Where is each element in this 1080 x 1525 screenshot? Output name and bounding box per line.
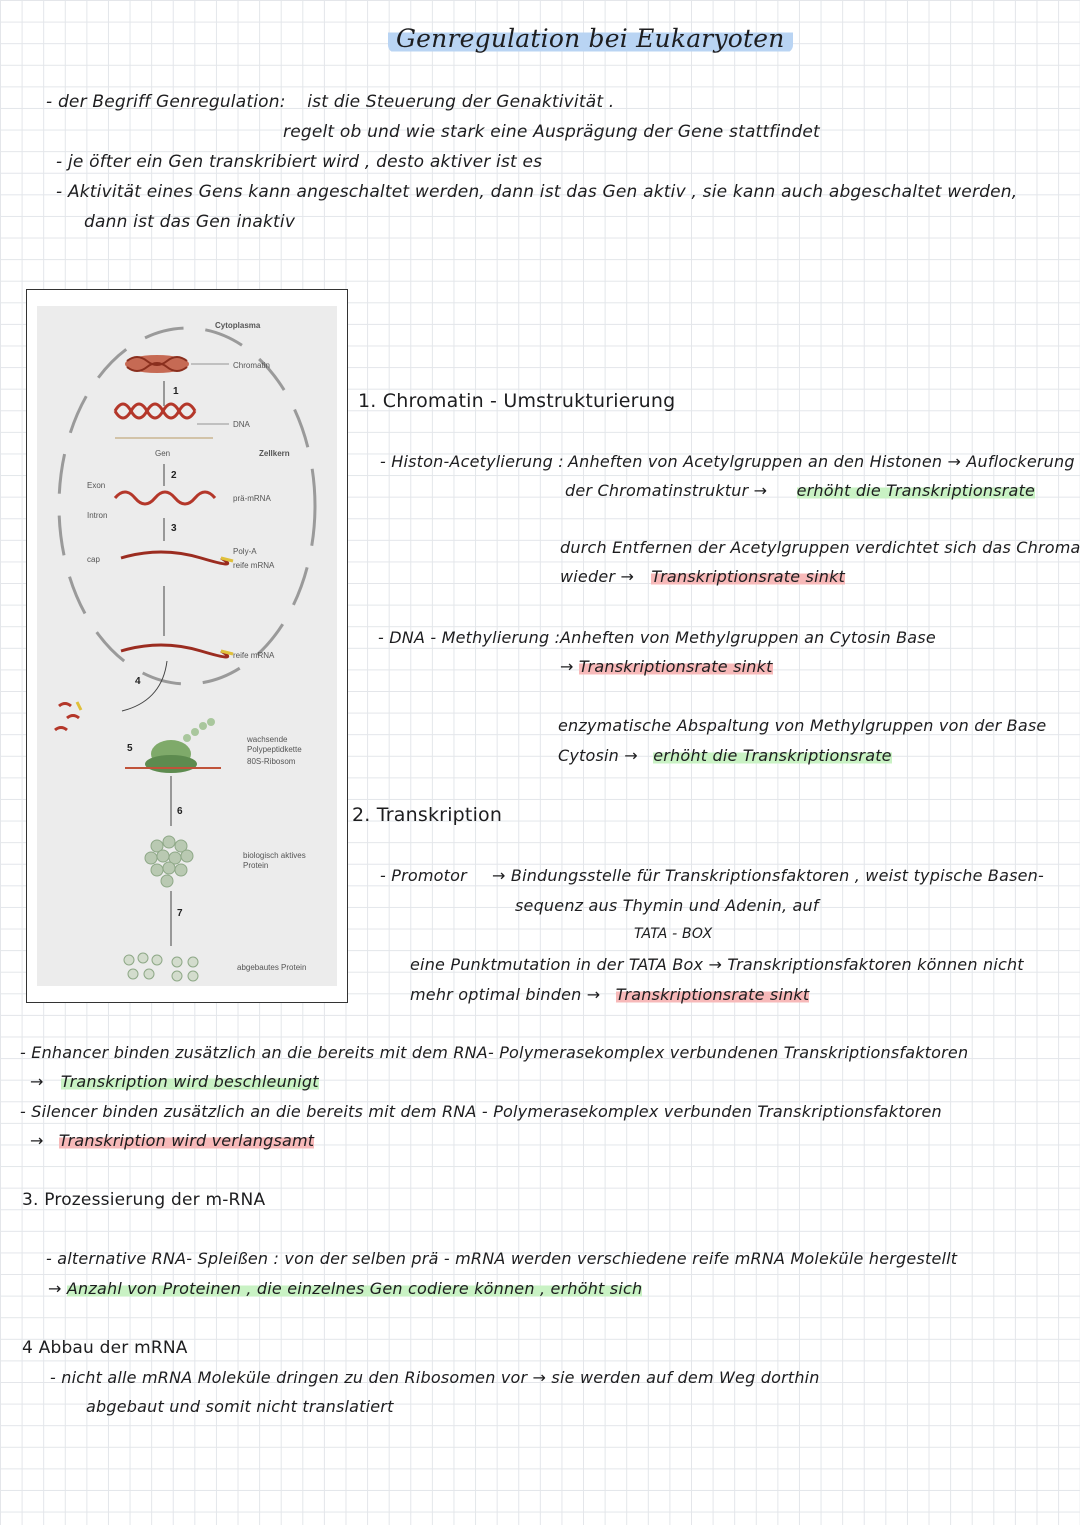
dna-highlight-2: erhöht die Transkriptionsrate [653, 746, 892, 765]
section-3-highlight: Anzahl von Proteinen , die einzelnes Gen… [66, 1279, 643, 1298]
section-3-heading: 3. Prozessierung der m-RNA [22, 1190, 266, 1210]
label-cytoplasma: Cytoplasma [215, 321, 261, 330]
dna-methylierung-label: - DNA - Methylierung : [378, 628, 561, 647]
section-3-arrow: → [48, 1279, 62, 1298]
gene-expression-diagram: Cytoplasma Chromatin 1 DNA Gen Zellkern … [37, 306, 337, 986]
promotor-text-1: → Bindungsstelle für Transkriptionsfakto… [492, 866, 1044, 885]
dna-text-3: enzymatische Abspaltung von Methylgruppe… [558, 716, 1047, 735]
degraded-protein-icon [123, 952, 199, 982]
page-title: Genregulation bei Eukaryoten [388, 24, 793, 53]
term-label: - der Begriff Genregulation: [46, 92, 286, 112]
label-intron: Intron [87, 511, 107, 520]
dna-text-2: → Transkriptionsrate sinkt [560, 657, 773, 676]
label-gen: Gen [155, 449, 170, 458]
section-1-heading: 1. Chromatin - Umstrukturierung [358, 390, 676, 412]
dna-highlight-1: Transkriptionsrate sinkt [578, 657, 773, 676]
label-chromatin: Chromatin [233, 361, 270, 370]
enhancer-result: → Transkription wird beschleunigt [30, 1072, 319, 1091]
histon-text-4-plain: wieder → [560, 567, 635, 586]
section-4-text-1: - nicht alle mRNA Moleküle dringen zu de… [50, 1368, 820, 1387]
silencer-result: → Transkription wird verlangsamt [30, 1131, 315, 1150]
promotor-text-2: sequenz aus Thymin und Adenin, auf [515, 896, 819, 915]
label-ribosom: 80S-Ribosom [247, 757, 296, 766]
label-protein: Protein [243, 861, 268, 870]
label-reife-mrna-1: reife mRNA [233, 561, 275, 570]
label-dna: DNA [233, 420, 251, 429]
step-2: 2 [171, 470, 177, 481]
histon-highlight-1: erhöht die Transkriptionsrate [796, 481, 1036, 500]
step-5: 5 [127, 743, 133, 754]
label-pra-mrna: prä-mRNA [233, 494, 271, 503]
step-4: 4 [135, 676, 141, 687]
tata-box: TATA - BOX [634, 926, 713, 942]
reife-mrna-2-icon [120, 643, 230, 659]
enhancer-highlight: Transkription wird beschleunigt [60, 1072, 319, 1091]
label-abgebaut: abgebautes Protein [237, 963, 306, 972]
histon-text-2: der Chromatinstruktur → erhöht die Trans… [565, 481, 1036, 500]
step-6: 6 [177, 806, 183, 817]
section-2-heading: 2. Transkription [352, 804, 503, 826]
punkt-highlight: Transkriptionsrate sinkt [615, 985, 810, 1004]
section-4-text-2: abgebaut und somit nicht translatiert [86, 1397, 394, 1416]
dna-arrow: → [560, 657, 574, 676]
punkt-text-1: eine Punktmutation in der TATA Box → Tra… [410, 955, 1024, 974]
title-text: Genregulation bei Eukaryoten [388, 24, 793, 53]
intro-line-5: dann ist das Gen inaktiv [84, 212, 296, 232]
histon-text-2-plain: der Chromatinstruktur → [565, 481, 768, 500]
dna-icon [113, 402, 197, 420]
degraded-mrna-icon [54, 701, 83, 732]
histon-text-3: durch Entfernen der Acetylgruppen verdic… [560, 538, 1080, 557]
intro-line-4: - Aktivität eines Gens kann angeschaltet… [56, 182, 1018, 202]
step-3: 3 [171, 523, 177, 534]
ribosome-icon [125, 718, 221, 773]
histon-highlight-2: Transkriptionsrate sinkt [651, 567, 846, 586]
punkt-text-2: mehr optimal binden → Transkriptionsrate… [410, 985, 810, 1004]
section-3-text-2: → Anzahl von Proteinen , die einzelnes G… [48, 1279, 643, 1298]
silencer-highlight: Transkription wird verlangsamt [58, 1131, 315, 1150]
punkt-text-2-plain: mehr optimal binden → [410, 985, 601, 1004]
step-7: 7 [177, 908, 183, 919]
promotor-label: - Promotor [380, 866, 467, 885]
histon-text-1: Anheften von Acetylgruppen an den Histon… [568, 452, 1075, 471]
histon-label: - Histon-Acetylierung : [380, 452, 564, 471]
intro-line-2: regelt ob und wie stark eine Ausprägung … [283, 122, 820, 142]
section-4-heading: 4 Abbau der mRNA [22, 1338, 188, 1358]
term-definition: ist die Steuerung der Genaktivität . [307, 92, 615, 112]
silencer-text: - Silencer binden zusätzlich an die bere… [20, 1102, 942, 1121]
label-polypeptidkette: Polypeptidkette [247, 745, 302, 754]
gene-expression-figure: Cytoplasma Chromatin 1 DNA Gen Zellkern … [26, 289, 348, 1003]
step-1: 1 [173, 386, 179, 397]
section-3-text-1: - alternative RNA- Spleißen : von der se… [46, 1249, 958, 1268]
silencer-arrow: → [30, 1131, 44, 1150]
label-wachsende: wachsende [246, 735, 288, 744]
label-poly-a: Poly-A [233, 547, 257, 556]
enhancer-arrow: → [30, 1072, 44, 1091]
label-cap: cap [87, 555, 100, 564]
dna-text-1: Anheften von Methylgruppen an Cytosin Ba… [560, 628, 936, 647]
label-exon: Exon [87, 481, 105, 490]
pra-mrna-icon [113, 490, 217, 506]
dna-text-4: Cytosin → erhöht die Transkriptionsrate [558, 746, 892, 765]
histon-text-4: wieder → Transkriptionsrate sinkt [560, 567, 846, 586]
reife-mrna-icon [120, 550, 230, 566]
chromatin-icon [125, 355, 189, 373]
label-reife-mrna-2: reife mRNA [233, 651, 275, 660]
active-protein-icon [144, 835, 194, 888]
enhancer-text: - Enhancer binden zusätzlich an die bere… [20, 1043, 969, 1062]
intro-line-1: - der Begriff Genregulation: ist die Ste… [46, 92, 614, 112]
label-bio-aktiv: biologisch aktives [243, 851, 306, 860]
label-zellkern: Zellkern [259, 449, 290, 458]
intro-line-3: - je öfter ein Gen transkribiert wird , … [56, 152, 543, 172]
dna-text-4-plain: Cytosin → [558, 746, 638, 765]
